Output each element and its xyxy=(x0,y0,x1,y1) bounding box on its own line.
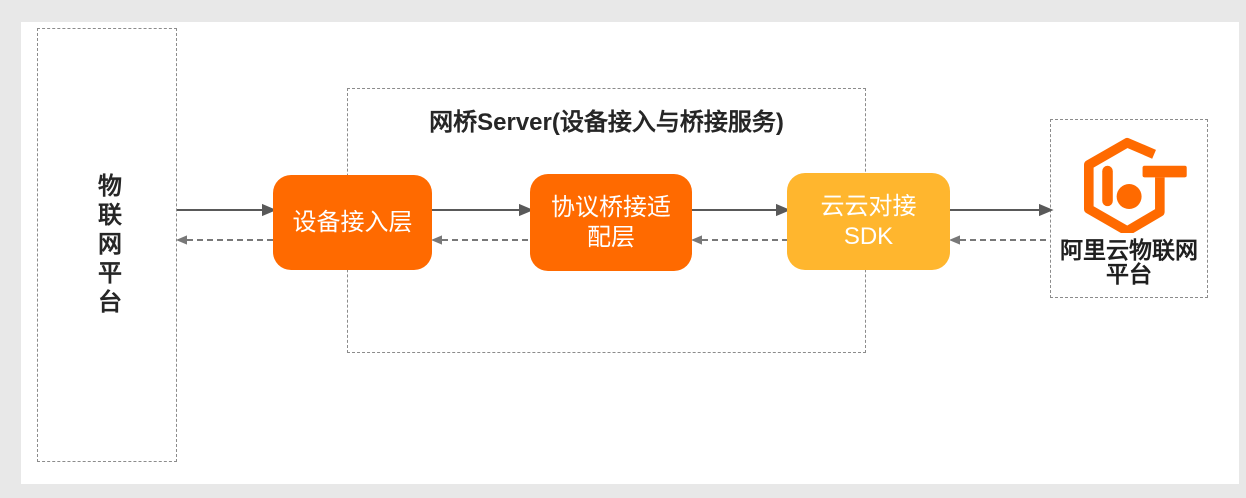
arrowhead-dashed-4 xyxy=(949,235,960,245)
aliyun-iot-logo-icon xyxy=(1084,137,1187,233)
arrowhead-dashed-1 xyxy=(176,235,187,245)
iot-platform-box: 物联网平台 xyxy=(37,28,177,462)
logo-i-bar xyxy=(1102,165,1113,207)
bridge-server-title: 网桥Server(设备接入与桥接服务) xyxy=(429,109,784,136)
node-cloud-cloud-sdk: 云云对接 SDK xyxy=(787,173,950,270)
diagram-panel: 物联网平台 网桥Server(设备接入与桥接服务) 阿里云物联网 平台 xyxy=(21,22,1239,484)
logo-o-dot xyxy=(1116,184,1142,209)
node-device-access-layer: 设备接入层 xyxy=(273,175,432,270)
aliyun-platform-box: 阿里云物联网 平台 xyxy=(1050,119,1208,298)
aliyun-platform-label: 阿里云物联网 平台 xyxy=(1060,237,1198,287)
node-protocol-bridge-adapter-layer: 协议桥接适 配层 xyxy=(530,174,692,271)
logo-t-arm xyxy=(1142,165,1187,178)
iot-platform-label: 物联网平台 xyxy=(93,172,121,318)
logo-hexagon-outline xyxy=(1084,137,1165,233)
